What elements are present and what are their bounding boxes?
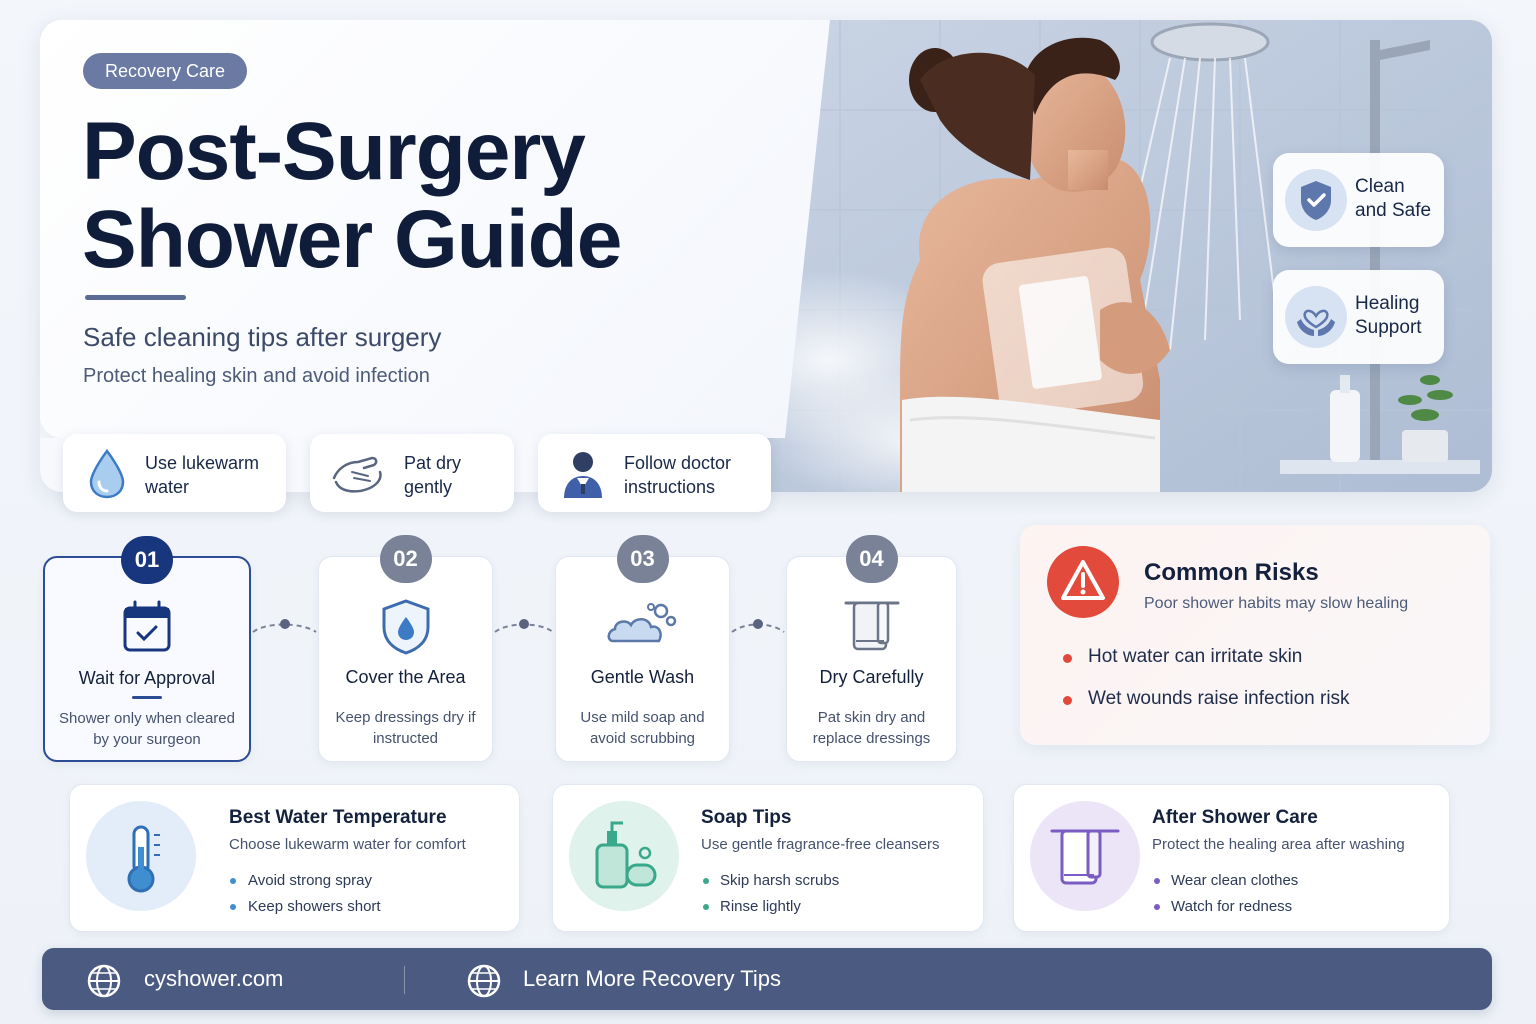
doctor-icon (564, 452, 602, 498)
heart-hands-icon (1285, 286, 1347, 348)
shield-check-icon (1285, 169, 1347, 231)
step-wait-for-approval: 01 Wait for Approval Shower only when cl… (43, 536, 251, 762)
step-title: Gentle Wash (590, 667, 695, 687)
step-cover-area: 02 Cover the Area Keep dressings dry if … (318, 535, 493, 762)
risks-title: Common Risks (1144, 559, 1319, 586)
tip-follow-doctor: Follow doctor instructions (538, 434, 771, 512)
card-bullet: Watch for redness (1171, 898, 1293, 915)
risk-item: Wet wounds raise infection risk (1088, 688, 1350, 709)
title-line-1: Post-Surgery (82, 106, 586, 197)
step-number: 03 (616, 535, 669, 583)
card-after-shower: After Shower Care Protect the healing ar… (1013, 784, 1450, 932)
badge-label: Clean and Safe (1355, 176, 1432, 221)
title-divider (85, 295, 186, 300)
hero-text-card (40, 20, 830, 438)
globe-icon (87, 964, 121, 998)
card-bullet: Skip harsh scrubs (720, 872, 840, 889)
step-divider (132, 696, 162, 699)
bullet (1154, 878, 1160, 884)
badge-clean-safe: Clean and Safe (1273, 153, 1444, 247)
bullet (230, 878, 236, 884)
step-connector (252, 619, 317, 633)
step-gentle-wash: 03 Gentle Wash Use mild soap and avoid s… (555, 535, 730, 762)
step-title: Dry Carefully (819, 667, 924, 687)
bullet (1063, 696, 1072, 705)
card-subtitle: Protect the healing area after washing (1152, 836, 1405, 853)
footer-site-link[interactable]: cyshower.com (144, 966, 284, 991)
step-title: Wait for Approval (78, 668, 216, 688)
hero-tagline: Protect healing skin and avoid infection (83, 365, 430, 387)
bullet (703, 904, 709, 910)
tip-lukewarm-water: Use lukewarm water (63, 434, 286, 512)
step-title: Cover the Area (345, 667, 466, 687)
towel-icon (844, 601, 899, 651)
soap-bottle-icon (569, 801, 679, 911)
card-bullet: Wear clean clothes (1171, 872, 1299, 889)
calendar-check-icon (123, 600, 171, 652)
bullet (230, 904, 236, 910)
card-subtitle: Choose lukewarm water for comfort (229, 836, 466, 853)
step-description: Shower only when cleared by your surgeon (59, 710, 235, 748)
common-risks-panel: Common Risks Poor shower habits may slow… (1020, 525, 1490, 745)
shield-drop-icon (382, 599, 429, 655)
footer-bar: cyshower.com Learn More Recovery Tips (42, 948, 1492, 1010)
step-connector (731, 619, 785, 633)
card-soap-tips: Soap Tips Use gentle fragrance-free clea… (552, 784, 984, 932)
tip-label: Use lukewarm water (145, 453, 260, 497)
towel-rack-icon (1030, 801, 1140, 911)
soap-bubbles-icon (607, 603, 676, 643)
tip-pat-dry: Pat dry gently (310, 434, 514, 512)
badge-label: Healing Support (1355, 293, 1422, 338)
card-subtitle: Use gentle fragrance-free cleansers (701, 836, 940, 853)
step-number: 01 (121, 536, 173, 584)
hands-icon (332, 456, 382, 493)
risk-item: Hot water can irritate skin (1088, 646, 1303, 667)
page-title: Post-Surgery Shower Guide (82, 108, 782, 284)
step-dry-carefully: 04 Dry Carefully Pat skin dry and replac… (786, 535, 957, 762)
warning-icon (1047, 546, 1119, 618)
globe-icon (467, 964, 501, 998)
water-drop-icon (89, 448, 125, 499)
risks-subtitle: Poor shower habits may slow healing (1144, 595, 1409, 612)
card-title: Soap Tips (701, 807, 792, 828)
card-bullet: Rinse lightly (720, 898, 801, 915)
footer-cta-link[interactable]: Learn More Recovery Tips (523, 966, 781, 991)
step-description: Use mild soap and avoid scrubbing (580, 709, 705, 747)
tip-label: Pat dry gently (404, 453, 462, 497)
title-line-2: Shower Guide (82, 194, 622, 285)
bullet (1063, 654, 1072, 663)
card-title: After Shower Care (1152, 807, 1318, 828)
card-bullet: Keep showers short (248, 898, 381, 915)
step-connector (494, 619, 554, 633)
tip-label: Follow doctor instructions (624, 453, 732, 497)
step-number: 02 (379, 535, 432, 583)
footer-divider (404, 966, 405, 994)
step-number: 04 (845, 535, 898, 583)
category-pill: Recovery Care (83, 53, 248, 89)
card-water-temperature: Best Water Temperature Choose lukewarm w… (69, 784, 520, 932)
bullet (1154, 904, 1160, 910)
bullet (703, 878, 709, 884)
hero-subtitle: Safe cleaning tips after surgery (83, 322, 442, 352)
badge-healing-support: Healing Support (1273, 270, 1444, 364)
thermometer-icon (86, 801, 196, 911)
card-title: Best Water Temperature (229, 807, 447, 828)
card-bullet: Avoid strong spray (248, 872, 372, 889)
step-description: Pat skin dry and replace dressings (812, 709, 931, 747)
step-description: Keep dressings dry if instructed (335, 709, 476, 747)
